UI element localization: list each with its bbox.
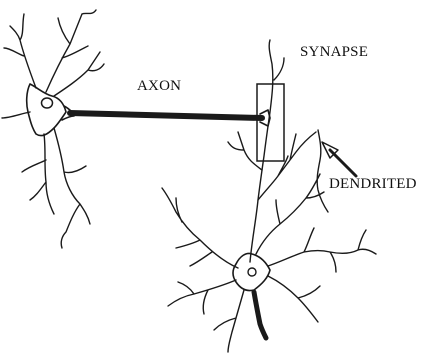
right-neuron-dendrite [274,58,284,80]
left-neuron-dendrite [2,112,30,118]
left-neuron [2,10,104,248]
right-neuron-dendrite [268,276,320,322]
pointer-arrow [322,142,356,176]
axon-label: AXON [137,78,181,95]
right-neuron-nucleus [248,268,256,276]
right-neuron [162,40,376,352]
left-neuron-dendrite [54,128,90,248]
left-neuron-dendrite [4,14,36,88]
synapse-label: SYNAPSE [300,44,368,61]
right-neuron-dendrite [256,174,324,254]
axon-line [70,113,262,118]
right-neuron-axon [254,292,266,338]
dendrited-label: DENDRITED [329,176,417,193]
left-neuron-dendrite [22,134,54,214]
right-neuron-dendrite [214,290,244,352]
left-neuron-nucleus [42,98,53,108]
left-neuron-dendrite [46,10,96,92]
right-neuron-dendrite [268,228,376,272]
right-neuron-dendrite [258,132,316,200]
right-neuron-main-dendrite [250,40,273,262]
right-neuron-dendrite [162,188,238,268]
right-neuron-dendrite [168,280,236,314]
